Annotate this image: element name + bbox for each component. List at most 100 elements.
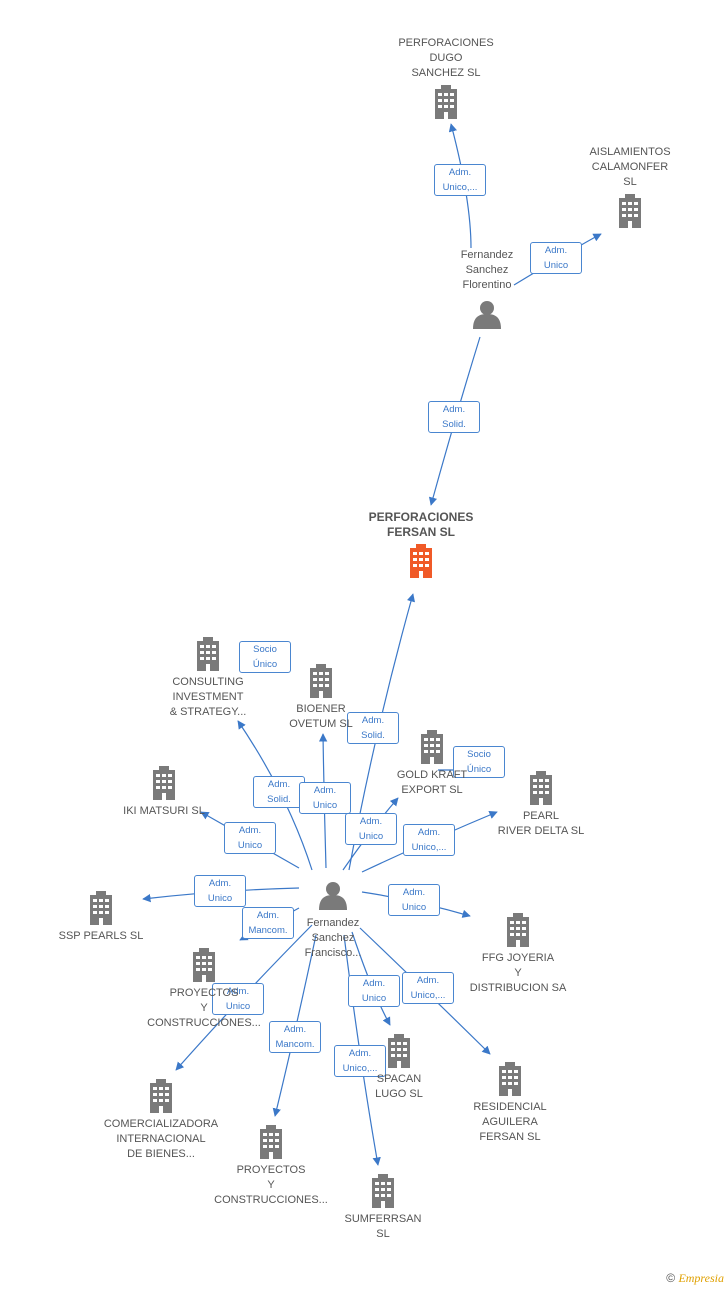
edge-label[interactable]: Adm.Unico: [388, 884, 440, 916]
node-label-line: FERSAN SL: [479, 1131, 541, 1143]
edge-label-line: Solid.: [267, 794, 291, 805]
node-label-line: SANCHEZ SL: [411, 67, 481, 79]
building-icon-perforaciones-fersan[interactable]: [410, 544, 432, 578]
edge-label-line: Adm.: [256, 910, 280, 921]
edge-label[interactable]: Adm. Mancom.: [242, 907, 294, 939]
edge-label-line: Adm.: [348, 1048, 372, 1059]
node-label-line: SPACAN: [376, 1073, 422, 1085]
edge-label-line: Adm.: [416, 975, 440, 986]
edge-label-line: Adm.: [283, 1024, 307, 1035]
building-icon-comercializadora[interactable]: [150, 1079, 172, 1113]
edge-label[interactable]: Adm.Unico: [345, 813, 397, 845]
node-label-line: AGUILERA: [482, 1116, 538, 1128]
node-label-line: Y: [200, 1002, 208, 1014]
node-label-line: CONSULTING: [172, 676, 244, 688]
edge-label-line: Único: [252, 659, 278, 670]
edge-label-line: Solid.: [442, 419, 466, 430]
building-icon-iki[interactable]: [153, 766, 175, 800]
copyright-symbol: ©: [666, 1271, 676, 1285]
building-icon-bioener[interactable]: [310, 664, 332, 698]
edge-label-line: Adm.: [442, 404, 466, 415]
node-label-line: FERSAN SL: [386, 525, 455, 539]
node-label-line: Y: [514, 967, 522, 979]
building-icon-perforaciones-dugo[interactable]: [435, 85, 457, 119]
building-icon-residencial[interactable]: [499, 1062, 521, 1096]
edge-label-line: Unico: [225, 1001, 251, 1012]
edge-label[interactable]: Adm.Solid.: [347, 712, 399, 744]
edge-label[interactable]: Adm.Unico,...: [434, 164, 486, 196]
edge-label-line: Unico,...: [411, 842, 447, 853]
node-label-line: PERFORACIONES: [398, 37, 494, 49]
node-label-spacan[interactable]: SPACAN LUGO SL: [375, 1072, 423, 1102]
node-label-line: SUMFERRSAN: [344, 1213, 422, 1225]
edge-label[interactable]: Adm.Unico: [224, 822, 276, 854]
edge-label[interactable]: Adm.Unico: [299, 782, 351, 814]
node-label-line: FFG JOYERIA: [481, 952, 555, 964]
edge-label-line: Unico: [361, 993, 387, 1004]
edge-label[interactable]: Adm. Solid.: [428, 401, 480, 433]
building-icon-aislamientos[interactable]: [619, 194, 641, 228]
edge-label[interactable]: Adm.Unico,...: [334, 1045, 386, 1077]
edge-label[interactable]: Adm.Solid.: [253, 776, 305, 808]
edge-label[interactable]: Adm.Mancom.: [269, 1021, 321, 1053]
node-label-line: PROYECTOS: [236, 1164, 306, 1176]
node-label-line: DISTRIBUCION SA: [469, 982, 567, 994]
edge-label-line: Unico: [237, 840, 263, 851]
node-label-line: EXPORT SL: [401, 784, 463, 796]
node-label-line: PROYECTOS: [169, 987, 239, 999]
edge-label-line: Unico: [401, 902, 427, 913]
node-label-line: PERFORACIONES: [368, 510, 474, 524]
building-icon-ssp[interactable]: [90, 891, 112, 925]
building-icon-sumferrsan[interactable]: [372, 1174, 394, 1208]
building-icon-spacan[interactable]: [388, 1034, 410, 1068]
edge-label[interactable]: Adm.Unico,...: [402, 972, 454, 1004]
edge-label-line: Adm.: [359, 816, 383, 827]
building-icon-pearl[interactable]: [530, 771, 552, 805]
person-icon-florentino[interactable]: [473, 301, 501, 329]
node-label-perforaciones-dugo[interactable]: PERFORACIONES DUGO SANCHEZ SL: [398, 36, 493, 81]
building-icon-gold-kraft[interactable]: [421, 730, 443, 764]
edge-label-line: Adm.: [362, 978, 386, 989]
edge-label-line: Socio: [467, 749, 491, 760]
building-icon-consulting[interactable]: [197, 637, 219, 671]
building-icon-proyectos2[interactable]: [260, 1125, 282, 1159]
edge-label-line: Adm.: [361, 715, 385, 726]
edge-label[interactable]: Adm.Unico,...: [403, 824, 455, 856]
node-label-line: LUGO SL: [375, 1088, 423, 1100]
edge-label-line: Único: [466, 764, 492, 775]
edge-label-line: Mancom.: [248, 925, 288, 936]
node-label-line: DUGO: [429, 52, 463, 64]
edge-label[interactable]: Adm. Unico: [348, 975, 400, 1007]
brand-logo[interactable]: Empresia: [678, 1271, 724, 1285]
person-icon-francisco[interactable]: [319, 882, 347, 910]
node-label-line: Fernandez: [460, 249, 514, 261]
edge-label[interactable]: Adm.Unico: [212, 983, 264, 1015]
node-label-line: SL: [623, 176, 637, 188]
building-icon-ffg[interactable]: [507, 913, 529, 947]
node-label-ffg[interactable]: FFG JOYERIA Y DISTRIBUCION SA: [470, 951, 567, 996]
edge-label[interactable]: Adm.Unico: [530, 242, 582, 274]
node-label-iki[interactable]: IKI MATSURI SL: [123, 804, 205, 819]
building-icon-proyectos1[interactable]: [193, 948, 215, 982]
edge-label-line: Adm.: [208, 878, 232, 889]
node-label-line: INVESTMENT: [172, 691, 244, 703]
node-label-line: PEARL: [522, 810, 560, 822]
edge-label[interactable]: Adm.Unico: [194, 875, 246, 907]
node-label-ssp[interactable]: SSP PEARLS SL: [59, 929, 144, 944]
